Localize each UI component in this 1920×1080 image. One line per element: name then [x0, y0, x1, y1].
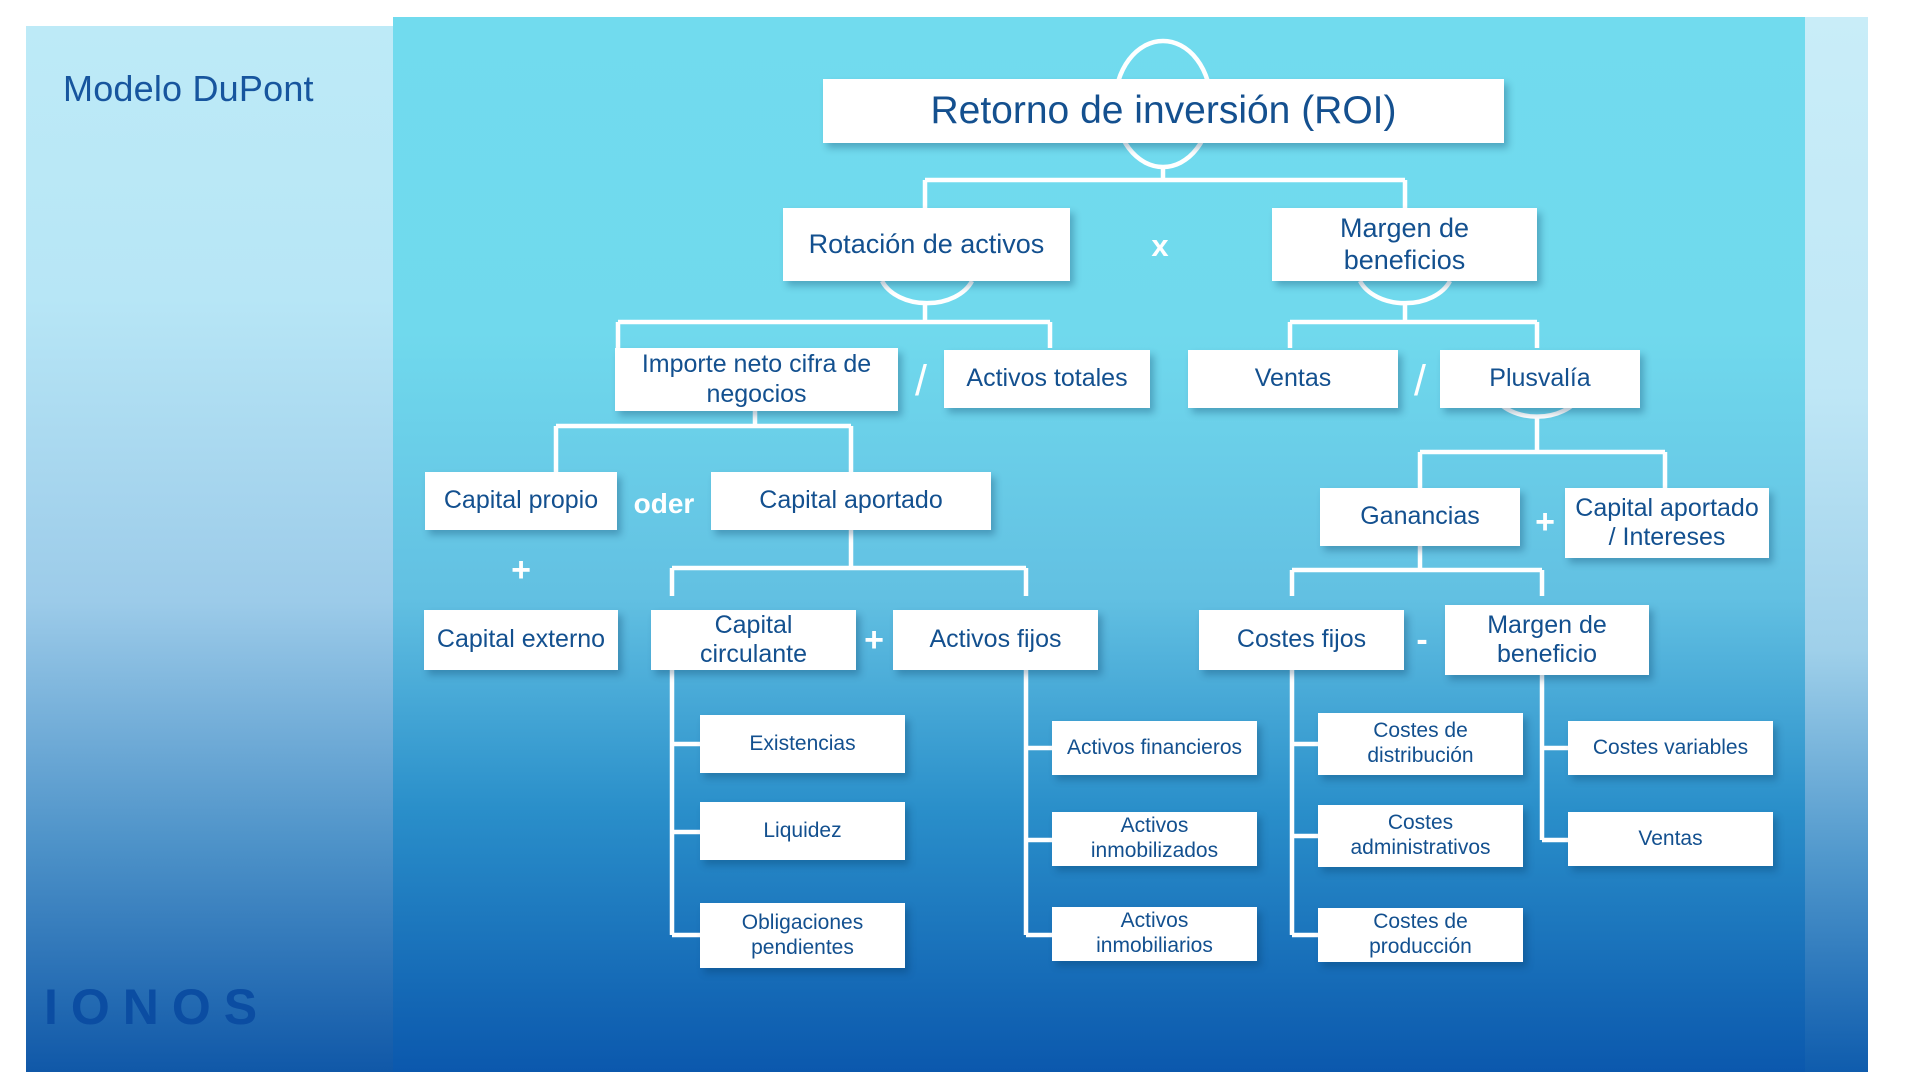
operator-plus-ganancias: + — [1535, 502, 1555, 541]
ionos-logo: IONOS — [44, 979, 271, 1035]
operator-divide-rotacion: / — [915, 356, 927, 405]
node-activos-inmobiliarios[interactable]: Activos inmobiliarios — [1052, 907, 1257, 961]
node-capital-propio[interactable]: Capital propio — [425, 472, 617, 530]
node-activos-inmobilizados[interactable]: Activos inmobilizados — [1052, 812, 1257, 866]
node-rotacion-de-activos[interactable]: Rotación de activos — [783, 208, 1070, 281]
node-existencias[interactable]: Existencias — [700, 715, 905, 773]
page-title: Modelo DuPont — [63, 68, 314, 109]
node-obligaciones-pendientes[interactable]: Obligaciones pendientes — [700, 903, 905, 968]
node-costes-de-produccion[interactable]: Costes de producción — [1318, 908, 1523, 962]
operator-minus-costes: - — [1416, 620, 1428, 659]
node-costes-variables[interactable]: Costes variables — [1568, 721, 1773, 775]
left-gradient-panel — [26, 26, 393, 1072]
operator-oder: oder — [633, 488, 695, 519]
node-activos-financieros[interactable]: Activos financieros — [1052, 721, 1257, 775]
node-importe-neto-cifra-de-negocios[interactable]: Importe neto cifra de negocios — [615, 348, 898, 411]
node-ventas-bottom[interactable]: Ventas — [1568, 812, 1773, 866]
operator-divide-margen: / — [1414, 356, 1426, 405]
operator-multiply: x — [1151, 228, 1169, 263]
operator-plus-capital-circulante: + — [864, 620, 884, 659]
node-capital-aportado[interactable]: Capital aportado — [711, 472, 991, 530]
node-costes-de-distribucion[interactable]: Costes de distribución — [1318, 713, 1523, 775]
node-margen-de-beneficios[interactable]: Margen de beneficios — [1272, 208, 1537, 281]
node-activos-totales[interactable]: Activos totales — [944, 350, 1150, 408]
node-plusvalia[interactable]: Plusvalía — [1440, 350, 1640, 408]
node-costes-administrativos[interactable]: Costes administrativos — [1318, 805, 1523, 867]
node-ventas-top[interactable]: Ventas — [1188, 350, 1398, 408]
node-roi[interactable]: Retorno de inversión (ROI) — [823, 79, 1504, 143]
node-capital-externo[interactable]: Capital externo — [424, 610, 618, 670]
right-gradient-panel — [1805, 17, 1868, 1072]
node-capital-aportado-intereses[interactable]: Capital aportado / Intereses — [1565, 488, 1769, 558]
node-liquidez[interactable]: Liquidez — [700, 802, 905, 860]
operator-plus-capital-propio: + — [511, 550, 531, 589]
node-ganancias[interactable]: Ganancias — [1320, 488, 1520, 546]
node-margen-de-beneficio[interactable]: Margen de beneficio — [1445, 605, 1649, 675]
node-costes-fijos[interactable]: Costes fijos — [1199, 610, 1404, 670]
node-capital-circulante[interactable]: Capital circulante — [651, 610, 856, 670]
node-activos-fijos[interactable]: Activos fijos — [893, 610, 1098, 670]
